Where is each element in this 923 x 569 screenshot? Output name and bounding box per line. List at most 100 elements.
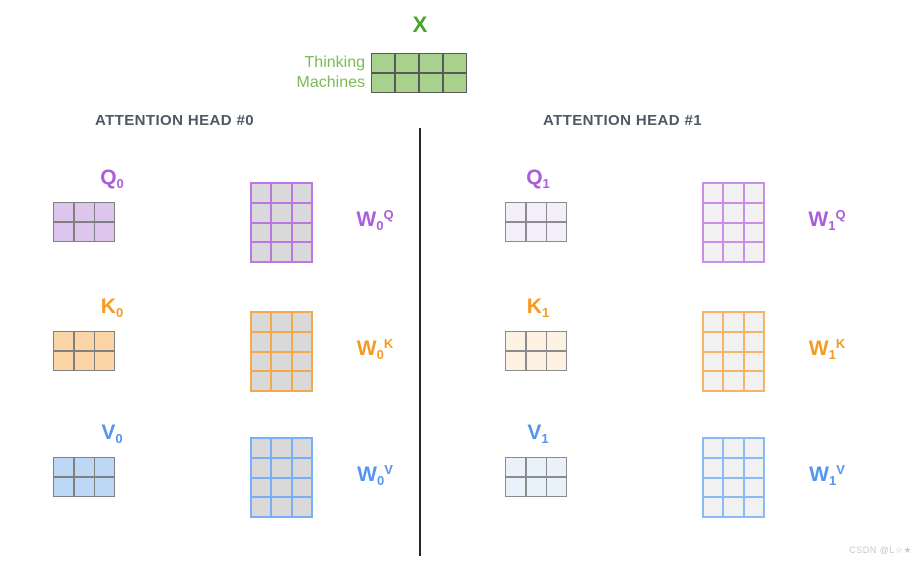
- matrix-cell: [744, 203, 763, 222]
- k1-label: K1: [526, 295, 550, 320]
- matrix-cell: [744, 352, 763, 371]
- matrix-cell: [526, 351, 546, 370]
- attention-head-0-title: ATTENTION HEAD #0: [95, 112, 255, 129]
- matrix-cell: [74, 332, 94, 351]
- w1k-label: W1K: [808, 336, 846, 362]
- matrix-cell: [292, 184, 311, 202]
- matrix-cell: [95, 477, 114, 496]
- matrix-cell: [547, 203, 566, 222]
- matrix-cell: [724, 313, 743, 331]
- k0-label: K0: [100, 295, 124, 320]
- matrix-cell: [724, 332, 743, 351]
- matrix-cell: [419, 73, 443, 92]
- matrix-cell: [292, 498, 311, 516]
- matrix-cell: [272, 203, 291, 222]
- matrix-cell: [704, 313, 723, 331]
- q1-matrix: [505, 202, 567, 242]
- matrix-cell: [506, 222, 525, 241]
- q0-label: Q0: [100, 166, 124, 191]
- matrix-cell: [395, 73, 419, 92]
- matrix-cell: [54, 477, 73, 496]
- head-divider-line: [419, 128, 421, 556]
- matrix-cell: [54, 351, 73, 370]
- matrix-cell: [744, 332, 763, 351]
- matrix-cell: [547, 332, 566, 351]
- matrix-cell: [74, 477, 94, 496]
- matrix-cell: [526, 477, 546, 496]
- matrix-cell: [272, 332, 291, 351]
- matrix-cell: [506, 332, 525, 351]
- matrix-cell: [744, 439, 763, 457]
- matrix-cell: [272, 223, 291, 242]
- matrix-cell: [704, 439, 723, 457]
- matrix-cell: [744, 313, 763, 331]
- w0q-weight-matrix: [250, 182, 313, 263]
- matrix-cell: [724, 498, 743, 516]
- matrix-cell: [272, 498, 291, 516]
- matrix-cell: [292, 313, 311, 331]
- matrix-cell: [372, 73, 395, 92]
- w1q-label: W1Q: [808, 207, 846, 233]
- watermark: CSDN @L☆★: [849, 545, 912, 555]
- matrix-cell: [272, 243, 291, 261]
- matrix-cell: [506, 351, 525, 370]
- matrix-cell: [272, 372, 291, 390]
- matrix-cell: [724, 243, 743, 261]
- matrix-cell: [704, 332, 723, 351]
- matrix-cell: [506, 458, 525, 477]
- matrix-cell: [272, 478, 291, 497]
- matrix-cell: [272, 352, 291, 371]
- matrix-cell: [744, 184, 763, 202]
- attention-head-1-title: ATTENTION HEAD #1: [543, 112, 703, 129]
- q1-label: Q1: [526, 166, 550, 191]
- matrix-cell: [744, 458, 763, 477]
- matrix-cell: [292, 478, 311, 497]
- matrix-cell: [724, 372, 743, 390]
- input-word-thinking: Thinking: [304, 54, 365, 71]
- w0v-label: W0V: [357, 462, 393, 488]
- matrix-cell: [547, 477, 566, 496]
- matrix-cell: [292, 223, 311, 242]
- matrix-cell: [54, 332, 73, 351]
- w1q-weight-matrix: [702, 182, 765, 263]
- matrix-cell: [704, 498, 723, 516]
- matrix-cell: [292, 352, 311, 371]
- matrix-cell: [744, 243, 763, 261]
- matrix-cell: [272, 313, 291, 331]
- v1-label: V1: [527, 421, 549, 446]
- matrix-cell: [252, 184, 271, 202]
- v0-label: V0: [101, 421, 123, 446]
- matrix-cell: [252, 439, 271, 457]
- matrix-cell: [272, 439, 291, 457]
- matrix-cell: [744, 223, 763, 242]
- matrix-cell: [292, 203, 311, 222]
- matrix-cell: [443, 54, 466, 73]
- matrix-cell: [547, 351, 566, 370]
- matrix-cell: [252, 203, 271, 222]
- matrix-cell: [74, 351, 94, 370]
- matrix-cell: [252, 332, 271, 351]
- matrix-cell: [252, 223, 271, 242]
- matrix-cell: [95, 351, 114, 370]
- matrix-cell: [724, 352, 743, 371]
- w1v-label: W1V: [809, 462, 845, 488]
- matrix-cell: [95, 203, 114, 222]
- matrix-cell: [252, 243, 271, 261]
- matrix-cell: [272, 184, 291, 202]
- w0v-weight-matrix: [250, 437, 313, 518]
- matrix-cell: [74, 458, 94, 477]
- matrix-cell: [526, 222, 546, 241]
- matrix-cell: [252, 498, 271, 516]
- matrix-cell: [292, 372, 311, 390]
- matrix-cell: [272, 458, 291, 477]
- matrix-cell: [54, 458, 73, 477]
- matrix-cell: [419, 54, 443, 73]
- matrix-cell: [744, 498, 763, 516]
- w0k-weight-matrix: [250, 311, 313, 392]
- matrix-cell: [526, 458, 546, 477]
- matrix-cell: [252, 313, 271, 331]
- matrix-cell: [292, 439, 311, 457]
- matrix-cell: [252, 458, 271, 477]
- matrix-cell: [252, 352, 271, 371]
